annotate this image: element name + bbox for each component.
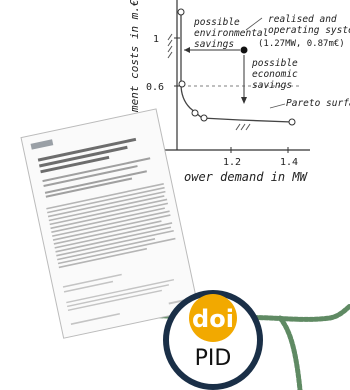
leader-line <box>269 103 286 109</box>
doi-logo-circle <box>189 294 237 342</box>
boundary-hatch <box>167 33 251 131</box>
env-annotation-line: environmental <box>194 28 268 39</box>
paper-footer-lines <box>62 273 185 325</box>
pareto-point <box>288 118 296 126</box>
paper-logo <box>30 139 54 150</box>
pareto-point <box>177 8 185 16</box>
realised-annotation-line: realised and <box>268 14 337 25</box>
paper-abstract-lines <box>46 183 176 269</box>
y-tick-label: 1 <box>153 34 159 45</box>
y-axis-label: ment costs in m.€ <box>128 0 141 113</box>
pareto-point <box>200 114 208 122</box>
pareto-chart: ment costs in m.€ ower demand in MW 1 0.… <box>120 0 350 184</box>
pareto-point <box>191 109 199 117</box>
x-tick-label: 1.2 <box>223 157 241 168</box>
pid-badge: doi <box>163 290 263 390</box>
realised-annotation-line: operating system <box>268 25 350 36</box>
x-tick-label: 1.4 <box>280 157 298 168</box>
env-annotation-line: savings <box>194 39 234 50</box>
y-tick-label: 0.6 <box>146 82 164 93</box>
pareto-point <box>178 80 186 88</box>
doi-logo-text: doi <box>192 305 234 333</box>
paper-author-lines <box>42 157 151 198</box>
econ-annotation-line: economic <box>252 69 298 80</box>
econ-annotation-line: savings <box>252 80 292 91</box>
env-annotation-line: possible <box>193 17 240 28</box>
econ-annotation-line: possible <box>251 58 298 69</box>
realised-annotation-line: (1.27MW, 0.87m€) <box>258 39 345 49</box>
econ-arrowhead <box>241 97 247 104</box>
pid-label: PID <box>194 346 232 371</box>
leader-line <box>245 17 263 31</box>
pareto-label: Pareto surface <box>286 98 350 109</box>
realised-point <box>240 46 248 54</box>
env-arrowhead <box>184 47 190 53</box>
paper-document <box>20 108 200 339</box>
x-axis-label: ower demand in MW <box>184 170 309 184</box>
paper-title-lines <box>37 137 137 174</box>
